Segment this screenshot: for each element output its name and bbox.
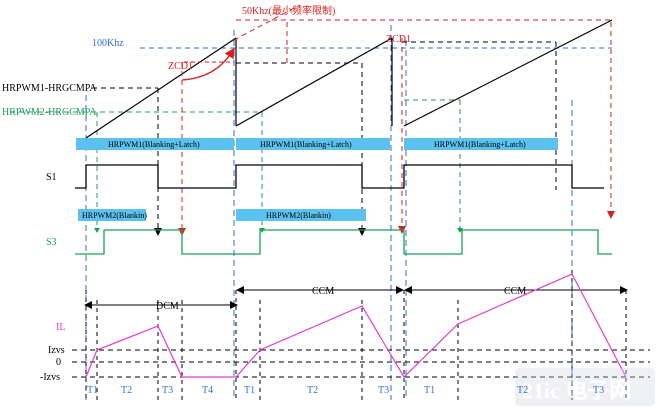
phase-label: T3 [593, 385, 604, 396]
label-zcd-right: ZCD1 [386, 34, 411, 45]
label-hrpwm1-cmp: HRPWM1-HRGCMPA [2, 83, 97, 94]
phase-label: T1 [244, 385, 255, 396]
phase-label: T2 [517, 385, 528, 396]
phase-label: T2 [121, 385, 132, 396]
label-50khz: 50Khz(最小频率限制) [242, 4, 335, 17]
ramp-1 [85, 37, 237, 139]
phase-label: T2 [307, 385, 318, 396]
black-dashed-verticals [154, 42, 557, 236]
freq-reference-lines [92, 19, 612, 89]
label-100khz: 100Khz [92, 38, 124, 49]
s1-waveform [75, 164, 604, 189]
label-ccm-2: CCM [504, 286, 526, 297]
label-izvs: Izvs [48, 345, 65, 356]
bar-hrpwm1-c [404, 138, 558, 150]
bar-hrpwm1-a [76, 138, 234, 150]
mode-spans [84, 286, 628, 309]
phase-label: T1 [87, 385, 98, 396]
label-zcd-left: ZCD1 [168, 61, 193, 72]
label-il: IL [56, 322, 65, 333]
bar-label: HRPWM1(Blanking+Latch) [260, 140, 352, 149]
label-hrpwm2-cmp: HRPWM2-HRGCMPA [2, 107, 97, 118]
hrpwm-bars [76, 138, 558, 221]
bar-label: HRPWM1(Blanking+Latch) [108, 140, 200, 149]
label-ccm-1: CCM [312, 286, 334, 297]
phase-label: T1 [424, 385, 435, 396]
s3-waveform [75, 229, 612, 255]
inductor-current [85, 273, 627, 378]
label-neg-izvs: -Izvs [40, 372, 60, 383]
label-s3: S3 [46, 237, 57, 248]
phase-labels: T1 T2 T3 T4 T1 T2 T3 T1 T2 T3 [87, 385, 604, 396]
bar-hrpwm2-a [78, 209, 146, 221]
current-references [72, 349, 650, 378]
zcd-arrow [181, 47, 235, 81]
phase-label: T3 [162, 385, 173, 396]
bar-hrpwm2-b [236, 209, 366, 221]
ramp-extension [233, 4, 301, 41]
label-s1: S1 [46, 172, 57, 183]
phase-label: T4 [202, 385, 213, 396]
label-dcm: DCM [156, 301, 179, 312]
svg-text:21ic 电子网: 21ic 电子网 [522, 378, 631, 403]
bar-label: HRPWM1(Blanking+Latch) [434, 140, 526, 149]
bar-hrpwm1-b [236, 138, 390, 150]
bar-label: HRPWM2(Blankin) [266, 211, 331, 220]
label-zero: 0 [56, 357, 61, 368]
ramp-3 [403, 19, 613, 127]
bar-label: HRPWM2(Blankin) [82, 211, 147, 220]
hrpwm-ramps [85, 19, 613, 139]
phase-label: T3 [378, 385, 389, 396]
watermark: 21ic 电子网 [515, 368, 655, 406]
ramp-2 [235, 37, 393, 127]
